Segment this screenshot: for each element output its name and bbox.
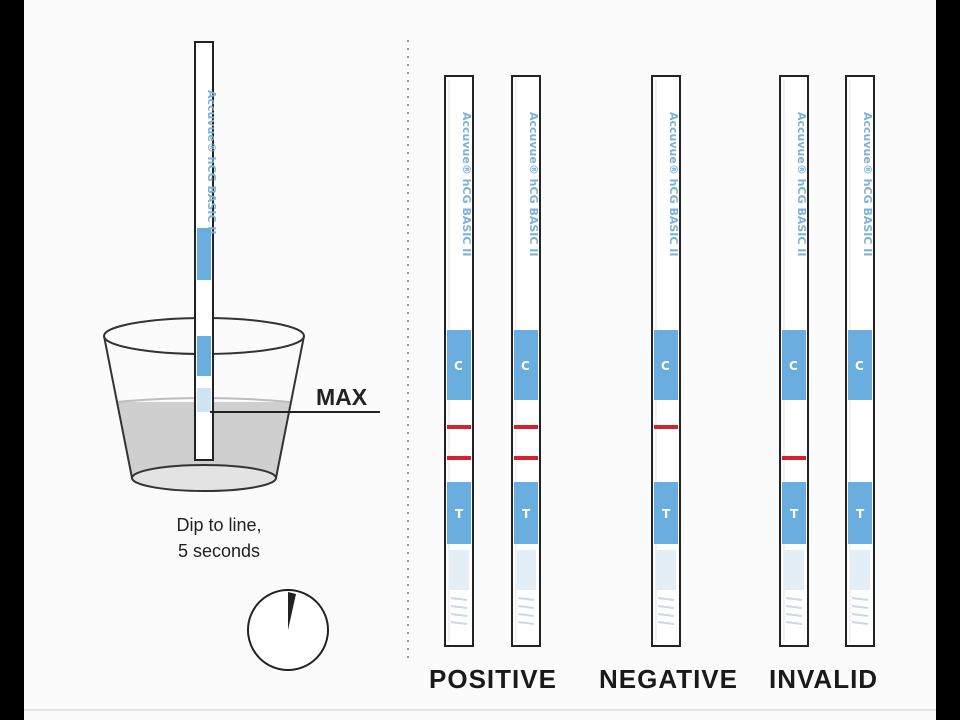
result-strip: Accuvue® hCG BASIC II C T <box>651 75 681 647</box>
test-zone <box>447 482 471 544</box>
test-zone-letter: T <box>455 507 464 521</box>
control-zone-letter: C <box>521 359 530 373</box>
test-zone <box>654 482 678 544</box>
result-strip: Accuvue® hCG BASIC II C T <box>444 75 474 647</box>
strip-detail-area <box>449 550 469 590</box>
result-label-positive: POSITIVE <box>429 664 557 694</box>
test-zone-letter: T <box>522 507 531 521</box>
control-zone <box>447 330 471 400</box>
instruction-line-2: 5 seconds <box>177 541 261 561</box>
test-band <box>514 456 538 460</box>
test-zone <box>848 482 872 544</box>
dip-instruction: Dip to line, 5 seconds <box>144 512 294 564</box>
test-zone <box>514 482 538 544</box>
result-strip: Accuvue® hCG BASIC II C T <box>779 75 809 647</box>
strip-brand-text: Accuvue® hCG BASIC II <box>527 112 540 256</box>
control-zone-letter: C <box>855 359 864 373</box>
test-strip-diagram: Accuvue® hCG BASIC II Accuvue® hCG BASIC… <box>24 0 936 720</box>
dipped-strip-brand: Accuvue® hCG BASIC II <box>205 90 218 234</box>
control-zone-letter: C <box>661 359 670 373</box>
result-strip: Accuvue® hCG BASIC II C T <box>845 75 875 647</box>
test-band <box>447 456 471 460</box>
timer-icon <box>247 589 329 671</box>
control-zone <box>514 330 538 400</box>
strip-detail-area <box>516 550 536 590</box>
diagram-artwork: Accuvue® hCG BASIC II Accuvue® hCG BASIC… <box>24 40 936 711</box>
control-band <box>654 425 678 429</box>
strip-detail-area <box>784 550 804 590</box>
max-label: MAX <box>316 384 368 410</box>
control-zone-letter: C <box>789 359 798 373</box>
control-zone <box>654 330 678 400</box>
instruction-line-1: Dip to line, <box>176 515 262 535</box>
control-zone <box>782 330 806 400</box>
strip-detail-area <box>656 550 676 590</box>
strip-brand-text: Accuvue® hCG BASIC II <box>795 112 808 256</box>
strip-brand-text: Accuvue® hCG BASIC II <box>667 112 680 256</box>
test-band <box>782 456 806 460</box>
result-strip: Accuvue® hCG BASIC II C T <box>511 75 541 647</box>
test-zone-letter: T <box>856 507 865 521</box>
control-band <box>447 425 471 429</box>
test-zone <box>782 482 806 544</box>
control-zone-letter: C <box>454 359 463 373</box>
dipped-strip: Accuvue® hCG BASIC II <box>194 41 218 461</box>
test-zone-letter: T <box>790 507 799 521</box>
result-label-invalid: INVALID <box>769 664 879 694</box>
test-zone-letter: T <box>662 507 671 521</box>
strip-detail-area <box>850 550 870 590</box>
result-label-negative: NEGATIVE <box>599 664 738 694</box>
control-band <box>514 425 538 429</box>
cup-base <box>131 464 277 492</box>
control-zone <box>848 330 872 400</box>
strip-brand-text: Accuvue® hCG BASIC II <box>460 112 473 256</box>
strip-brand-text: Accuvue® hCG BASIC II <box>861 112 874 256</box>
